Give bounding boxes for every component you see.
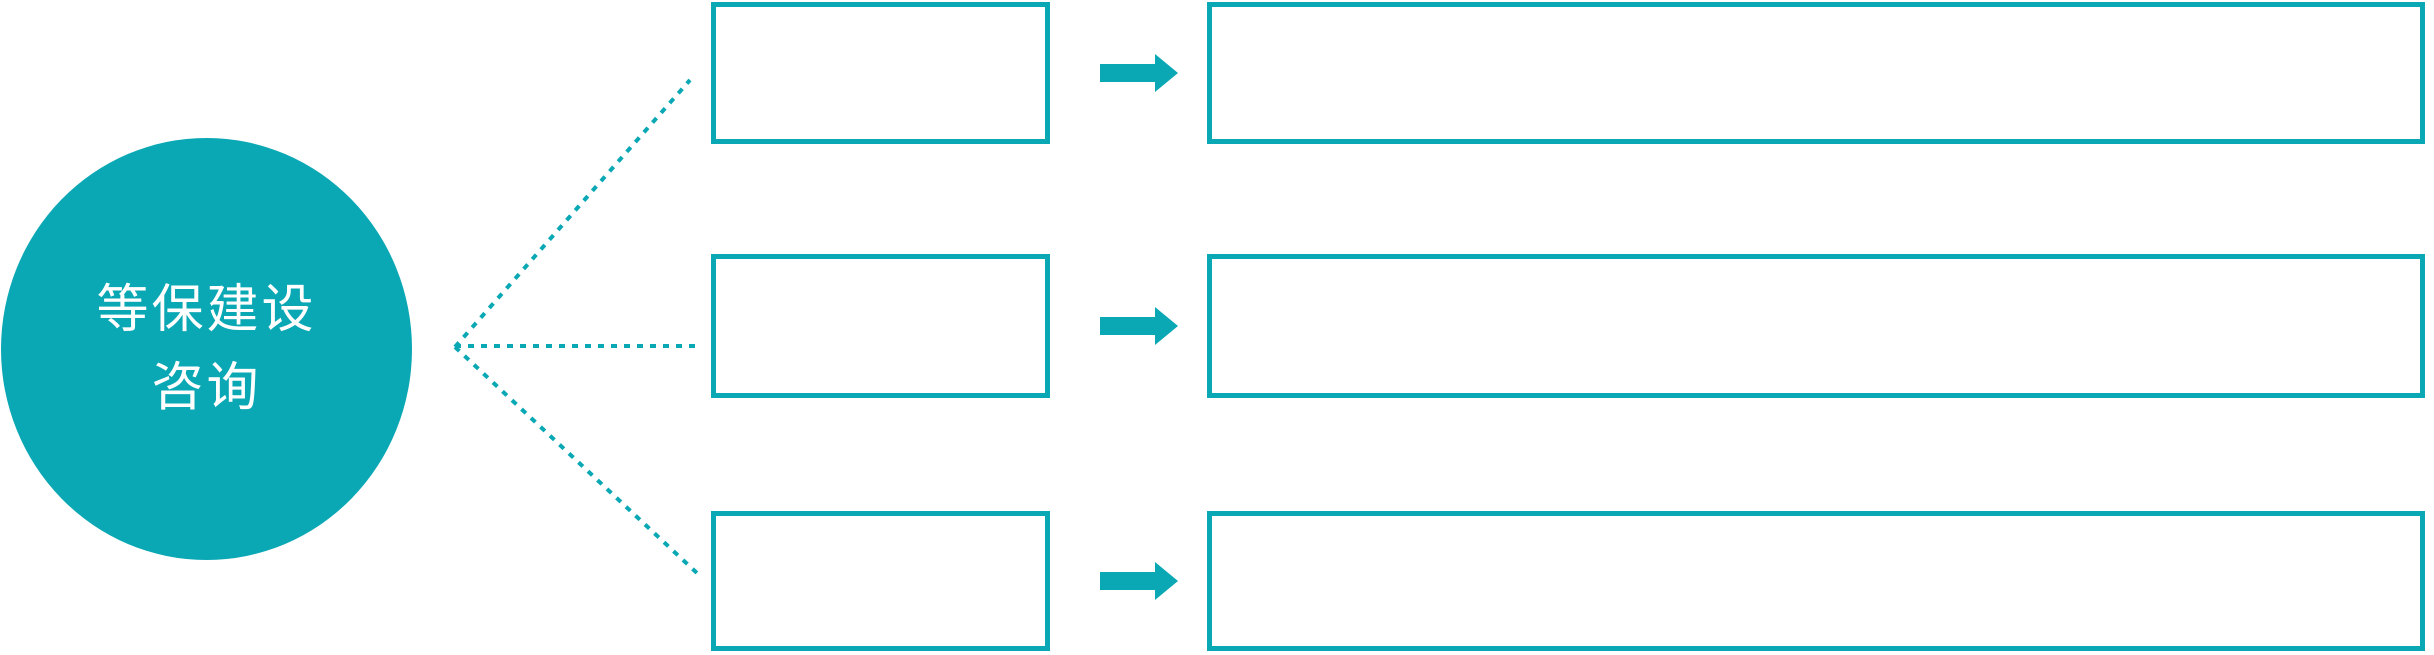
small-box-1 — [711, 2, 1050, 144]
root-node-circle: 等保建设 咨询 — [1, 138, 412, 560]
connector-top-dotted-line — [453, 78, 692, 349]
small-box-2 — [711, 254, 1050, 398]
large-box-1 — [1207, 2, 2425, 144]
large-box-3 — [1207, 511, 2425, 651]
root-label-line-1: 等保建设 — [96, 281, 317, 339]
arrow-right-icon — [1100, 562, 1178, 600]
arrow-right-icon — [1100, 307, 1178, 345]
root-node-label: 等保建设 咨询 — [96, 271, 316, 427]
arrow-right-icon — [1100, 54, 1178, 92]
connector-bottom-dotted-line — [453, 345, 700, 576]
root-label-line-2: 咨询 — [151, 359, 262, 417]
large-box-2 — [1207, 254, 2425, 398]
small-box-3 — [711, 511, 1050, 651]
